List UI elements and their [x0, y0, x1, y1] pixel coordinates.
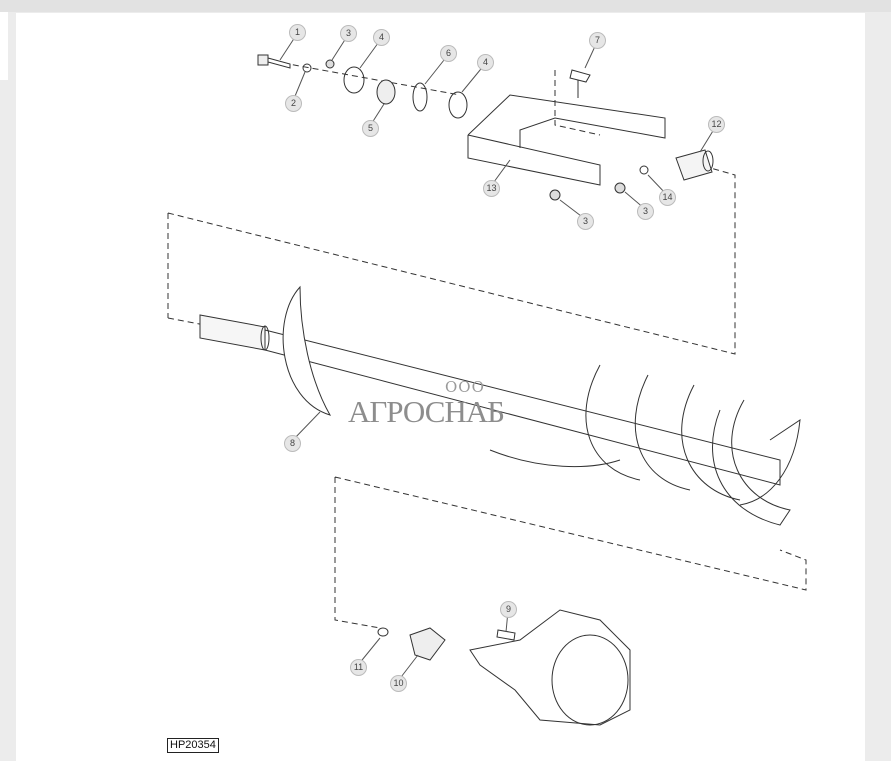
upper-dashed-box	[167, 164, 736, 355]
roller-12	[675, 149, 714, 181]
washer-11	[377, 627, 389, 637]
flange-4b	[448, 91, 468, 119]
callout-5: 5	[362, 120, 379, 137]
nut-3c	[614, 182, 626, 194]
callout-13: 13	[483, 180, 500, 197]
left-panel	[0, 12, 8, 80]
callout-8: 8	[284, 435, 301, 452]
key-9	[496, 629, 516, 641]
bearing-5	[376, 79, 396, 105]
callout-3c: 3	[637, 203, 654, 220]
callout-4b: 4	[477, 54, 494, 71]
watermark-prefix: ООО	[445, 378, 485, 396]
nut-3b	[549, 189, 561, 201]
ring-6	[412, 82, 428, 112]
callout-3b: 3	[577, 213, 594, 230]
callout-3: 3	[340, 25, 357, 42]
callout-2: 2	[285, 95, 302, 112]
callout-10: 10	[390, 675, 407, 692]
watermark-name: АГРОСНАБ	[348, 394, 505, 429]
gearbox	[469, 609, 631, 726]
leader-lines	[279, 33, 717, 682]
callout-14: 14	[659, 189, 676, 206]
dashed-guide-lines	[167, 62, 807, 629]
coupler-10	[409, 627, 446, 661]
lower-dashed-box	[334, 476, 807, 629]
callout-9: 9	[500, 601, 517, 618]
callout-4: 4	[373, 29, 390, 46]
callout-12: 12	[708, 116, 725, 133]
flange-4	[343, 66, 365, 94]
washer-2	[302, 63, 312, 73]
top-bar	[0, 0, 891, 12]
auger-8	[199, 285, 801, 526]
callout-6: 6	[440, 45, 457, 62]
figure-id: HP20354	[167, 738, 219, 753]
bolt-1	[257, 54, 291, 69]
bolt-14	[639, 165, 649, 175]
callout-11: 11	[350, 659, 367, 676]
bracket-13	[467, 94, 666, 186]
nut-3	[325, 59, 335, 69]
callout-7: 7	[589, 32, 606, 49]
callout-1: 1	[289, 24, 306, 41]
bolt-7	[569, 69, 591, 98]
